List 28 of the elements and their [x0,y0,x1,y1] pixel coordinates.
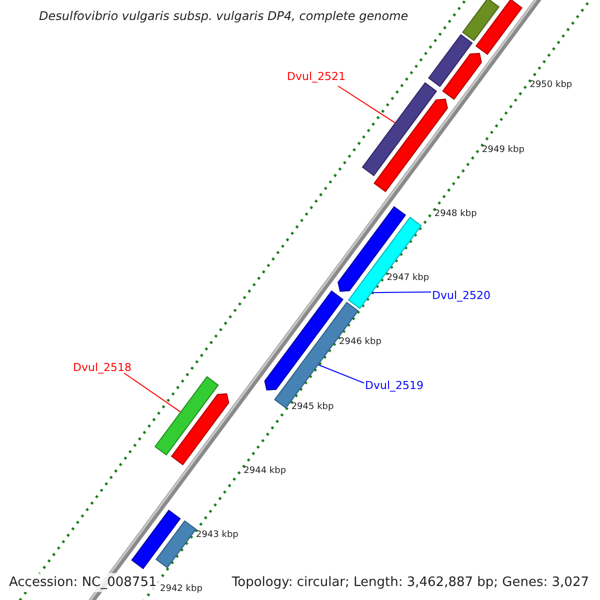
tick-label: 2950 kbp [530,80,572,90]
leader-line [124,372,181,412]
leader-line [338,86,396,124]
tick-label: 2946 kbp [339,337,382,348]
gene-label: Dvul_2520 [432,289,491,302]
tick-label: 2943 kbp [196,530,238,540]
gene-segment [362,82,438,176]
gene-segment [154,376,219,456]
leader-line [372,292,432,294]
gene-label: Dvul_2519 [365,379,424,392]
tick-label: 2948 kbp [434,208,477,219]
gene-label: Dvul_2521 [287,70,346,83]
tick-label: 2949 kbp [482,144,524,155]
leader-line [318,364,364,384]
gene-label: Dvul_2518 [73,361,132,374]
tick-label: 2945 kbp [291,402,334,412]
gene-segment [170,393,230,466]
gene-segment [155,520,197,568]
accession-label: Accession: NC_008751 [6,573,160,592]
gene-segment [462,0,500,42]
tick-label: 2942 kbp [160,584,202,594]
gene-segment [428,34,473,88]
gene-segment [442,52,482,100]
gene-segment [475,0,523,55]
gene-segment [131,510,181,570]
gene-segment [374,98,448,192]
tick-label: 2947 kbp [386,273,430,284]
tick-label: 2944 kbp [244,466,286,476]
